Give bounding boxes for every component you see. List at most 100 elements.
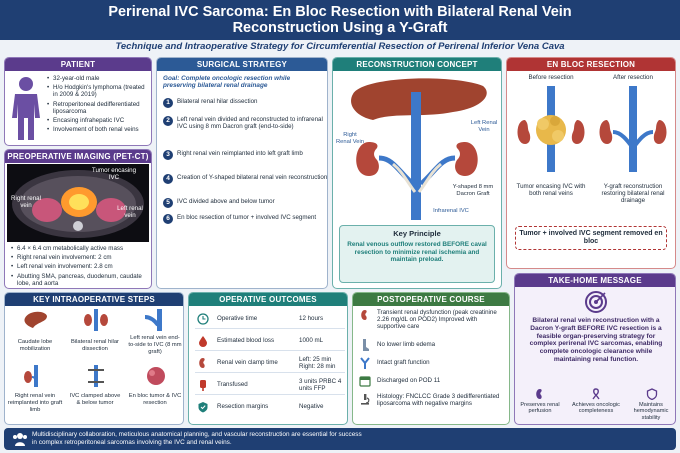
shield-icon	[646, 388, 658, 400]
enbloc-title: EN BLOC RESECTION	[507, 58, 675, 71]
ribbon-icon	[592, 388, 600, 400]
enbloc-after-image	[599, 86, 667, 172]
blood-drop-icon	[199, 336, 207, 347]
key-principle-box: Key Principle Renal venous outflow resto…	[339, 225, 495, 283]
postop-title: POSTOPERATIVE COURSE	[353, 293, 509, 306]
imaging-item: Abutting SMA, pancreas, duodenum, caudat…	[11, 273, 151, 287]
patient-item: Involvement of both renal veins	[47, 126, 149, 133]
footer-line: in complex retroperitoneal sarcomas invo…	[32, 438, 232, 446]
graft-icon	[360, 357, 370, 369]
step-icon-graft	[144, 309, 162, 331]
target-icon	[585, 291, 607, 313]
patient-item: Retroperitoneal dedifferentiated liposar…	[47, 101, 149, 115]
microscope-icon	[361, 394, 370, 405]
enbloc-after-caption: Y-graft reconstruction restoring bilater…	[601, 183, 665, 204]
shield-check-icon	[198, 402, 208, 413]
steps-panel: KEY INTRAOPERATIVE STEPS Caudate lobe mo…	[4, 292, 184, 425]
calendar-icon	[359, 376, 371, 387]
imaging-title: PREOPERATIVE IMAGING (PET-CT)	[5, 150, 151, 163]
strategy-panel: SURGICAL STRATEGY Goal: Complete oncolog…	[156, 57, 328, 289]
reconstruction-panel: RECONSTRUCTION CONCEPT Right Renal Vein …	[332, 57, 502, 289]
step-caption: Right renal vein reimplanted into graft …	[7, 393, 63, 413]
step-icon-tumor	[147, 367, 165, 385]
patient-item: H/o Hodgkin's lymphoma (treated in 2009 …	[47, 84, 149, 98]
footer-line: Multidisciplinary collaboration, meticul…	[32, 431, 362, 438]
recon-label-right: Right Renal Vein	[335, 132, 365, 145]
postop-row: Transient renal dysfunction (peak creati…	[359, 309, 504, 331]
step-caption: Left renal vein end-to-side to IVC (8 mm…	[128, 335, 182, 355]
transfusion-icon	[200, 380, 206, 391]
takehome-icon-caption: Achieves oncologic completeness	[572, 402, 620, 415]
takehome-title: TAKE-HOME MESSAGE	[515, 274, 675, 287]
takehome-panel: TAKE-HOME MESSAGE Bilateral renal vein r…	[514, 273, 676, 425]
kidney-icon	[536, 389, 542, 399]
page-title: Perirenal IVC Sarcoma: En Bloc Resection…	[108, 4, 572, 36]
patient-list: 32-year-old male H/o Hodgkin's lymphoma …	[47, 75, 149, 135]
takehome-text: Bilateral renal vein reconstruction with…	[529, 317, 663, 363]
pet-label-right: Right renal vein	[11, 195, 41, 209]
reconstruction-title: RECONSTRUCTION CONCEPT	[333, 58, 501, 71]
enbloc-before-image	[517, 86, 585, 172]
enbloc-before-caption: Tumor encasing IVC with both renal veins	[516, 183, 586, 197]
recon-label-graft: Y-shaped 8 mm Dacron Graft	[452, 184, 494, 197]
takehome-icon-caption: Preserves renal perfusion	[520, 402, 560, 415]
header-banner: Perirenal IVC Sarcoma: En Bloc Resection…	[0, 0, 680, 40]
reconstruction-diagram	[351, 78, 487, 220]
step-icon-kidneys	[84, 309, 108, 331]
patient-title: PATIENT	[5, 58, 151, 71]
kidney-icon	[199, 358, 205, 368]
enbloc-result-box: Tumor + involved IVC segment removed en …	[515, 226, 667, 250]
kidney-icon	[361, 310, 367, 320]
postop-row: Discharged on POD 11	[359, 375, 504, 387]
imaging-item: Right renal vein involvement: 2 cm	[11, 254, 151, 261]
enbloc-after-label: After resection	[613, 74, 653, 81]
imaging-list: 6.4 × 6.4 cm metabolically active mass R…	[11, 245, 151, 288]
step-icon-liver	[24, 311, 47, 328]
step-icon-reimplant	[24, 365, 38, 387]
pet-ct-image	[7, 164, 149, 242]
patient-panel: PATIENT 32-year-old male H/o Hodgkin's l…	[4, 57, 152, 146]
takehome-icon-caption: Maintains hemodynamic stability	[633, 402, 669, 421]
patient-item: 32-year-old male	[47, 75, 149, 82]
steps-title: KEY INTRAOPERATIVE STEPS	[5, 293, 183, 306]
postop-row: Intact graft function	[359, 357, 504, 369]
postop-row: Histology: FNCLCC Grade 3 dedifferentiat…	[359, 393, 504, 407]
step-caption: Bilateral renal hilar dissection	[70, 339, 119, 352]
pet-label-tumor: Tumor encasing IVC	[91, 167, 137, 181]
postop-panel: POSTOPERATIVE COURSE Transient renal dys…	[352, 292, 510, 425]
outcomes-title: OPERATIVE OUTCOMES	[189, 293, 347, 306]
team-icon	[13, 433, 27, 446]
strategy-goal: Goal: Complete oncologic resection while…	[163, 75, 291, 90]
patient-item: Encasing infrahepatic IVC	[47, 117, 149, 124]
step-icon-clamp	[88, 365, 104, 387]
clock-icon	[197, 313, 209, 325]
key-principle-title: Key Principle	[393, 229, 441, 238]
recon-label-ivc: Infrarenal IVC	[433, 208, 469, 214]
postop-row: No lower limb edema	[359, 339, 504, 351]
step-caption: Caudate lobe mobilization	[17, 339, 53, 352]
enbloc-panel: EN BLOC RESECTION Before resection After…	[506, 57, 676, 269]
page-subtitle: Technique and Intraoperative Strategy fo…	[115, 41, 565, 52]
strategy-title: SURGICAL STRATEGY	[157, 58, 327, 71]
step-caption: En bloc tumor & IVC resection	[128, 393, 182, 406]
leg-icon	[363, 339, 369, 351]
imaging-panel: PREOPERATIVE IMAGING (PET-CT) Tumor enca…	[4, 149, 152, 289]
recon-label-left: Left Renal Vein	[470, 120, 498, 133]
step-caption: IVC clamped above & below tumor	[69, 393, 121, 406]
imaging-item: 6.4 × 6.4 cm metabolically active mass	[11, 245, 151, 252]
patient-figure-icon	[12, 77, 40, 140]
key-principle-text: Renal venous outflow restored BEFORE cav…	[347, 241, 487, 264]
